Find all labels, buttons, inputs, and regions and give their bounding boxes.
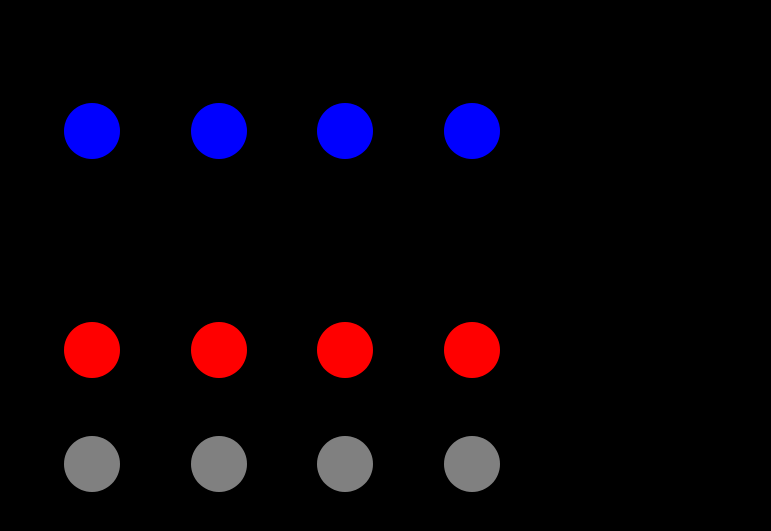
scatter-point-red-row-3 [317,322,373,378]
scatter-point-gray-row-4 [444,436,500,492]
scatter-point-red-row-2 [191,322,247,378]
scatter-point-gray-row-1 [64,436,120,492]
scatter-point-gray-row-3 [317,436,373,492]
scatter-point-gray-row-2 [191,436,247,492]
scatter-point-blue-row-4 [444,103,500,159]
scatter-point-blue-row-3 [317,103,373,159]
scatter-point-blue-row-2 [191,103,247,159]
scatter-point-blue-row-1 [64,103,120,159]
scatter-point-red-row-4 [444,322,500,378]
scatter-point-red-row-1 [64,322,120,378]
